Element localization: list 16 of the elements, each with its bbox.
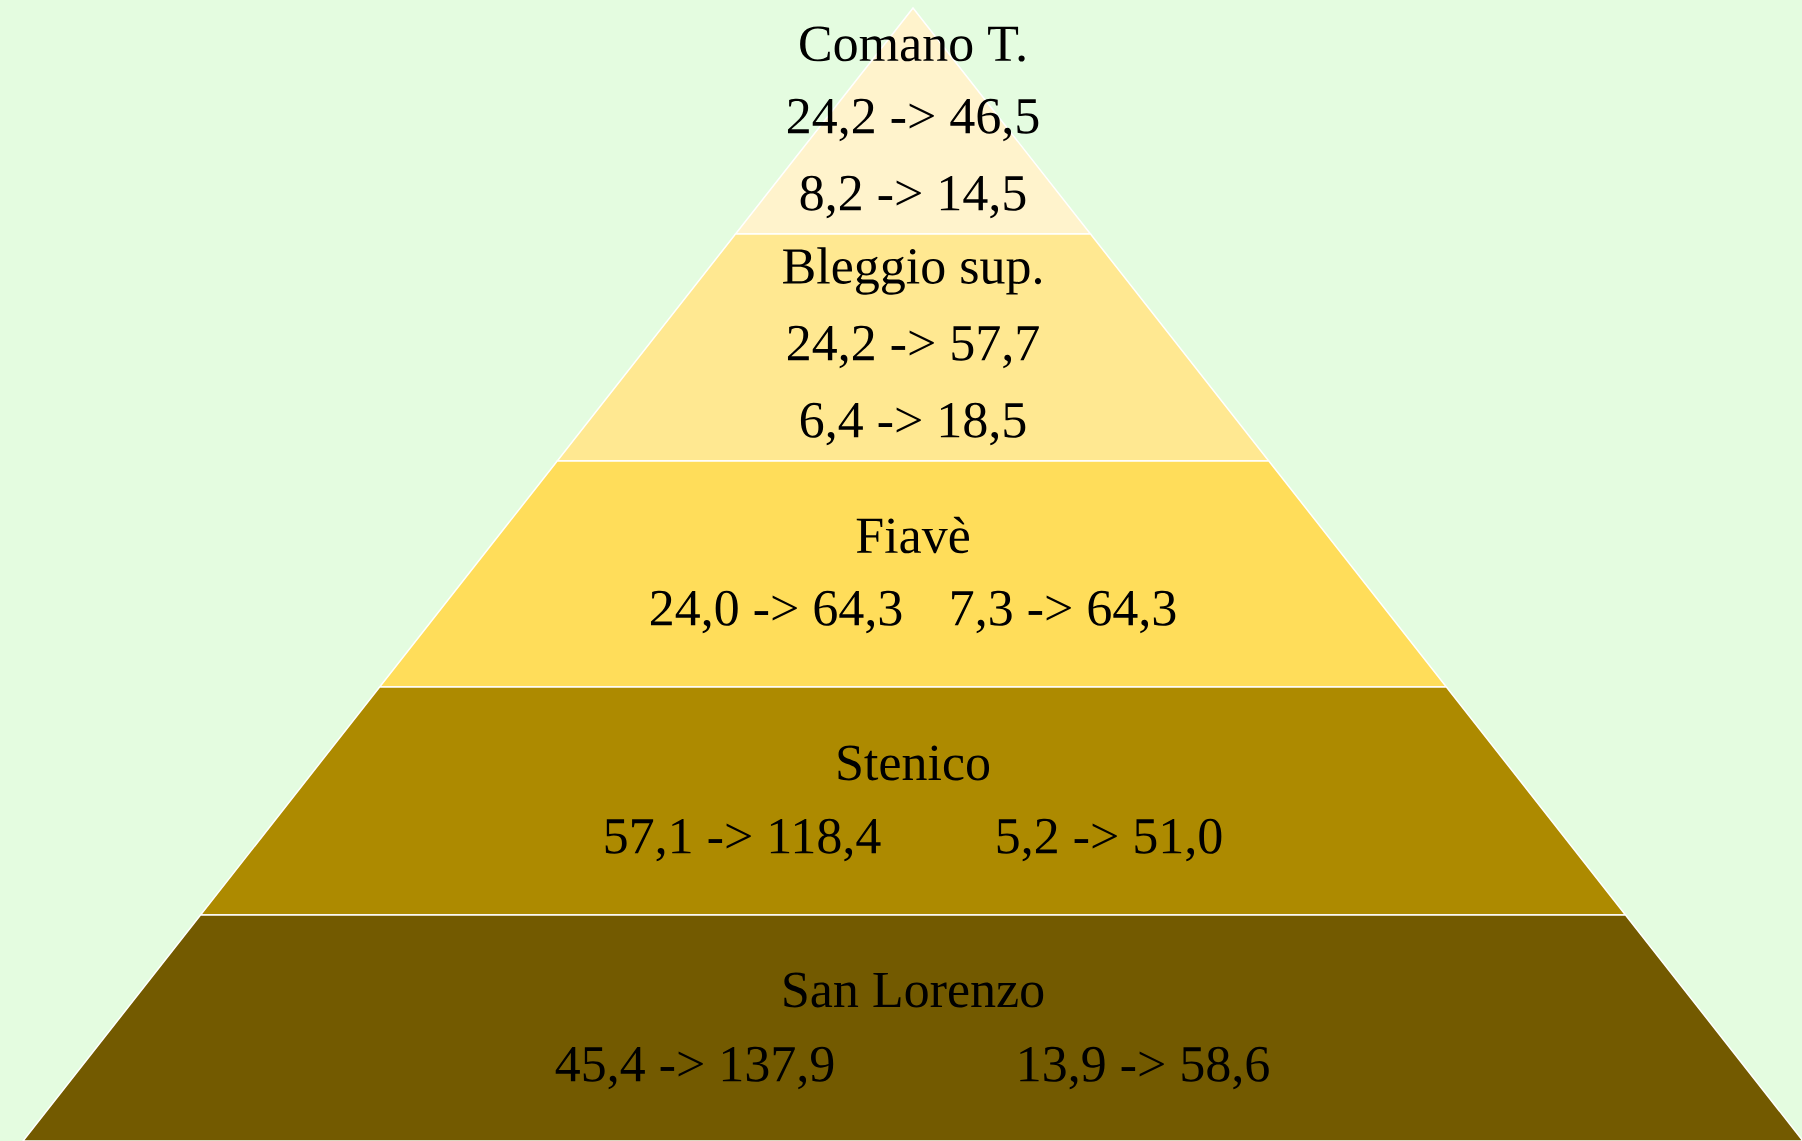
value-label: 5,2 -> 51,0 <box>997 818 1222 862</box>
value-label: 8,2 -> 14,5 <box>800 175 1026 219</box>
tier-name: Fiavè <box>856 516 969 554</box>
tier-name: Comano T. <box>800 26 1025 62</box>
value-label: 24,2 -> 57,7 <box>788 325 1039 369</box>
value-label: 24,2 -> 46,5 <box>788 98 1039 142</box>
value-label: 57,1 -> 118,4 <box>605 818 881 862</box>
value-label: 6,4 -> 18,5 <box>800 402 1026 446</box>
tier-name: San Lorenzo <box>784 972 1044 1008</box>
pyramid-tier <box>378 460 1448 688</box>
value-label: 13,9 -> 58,6 <box>1020 1046 1269 1090</box>
value-label: 45,4 -> 137,9 <box>555 1046 834 1090</box>
value-label: 24,0 -> 64,3 <box>651 590 902 634</box>
tier-name: Stenico <box>838 745 990 781</box>
tier-name: Bleggio sup. <box>783 247 1042 295</box>
value-label: 7,3 -> 64,3 <box>952 590 1176 634</box>
